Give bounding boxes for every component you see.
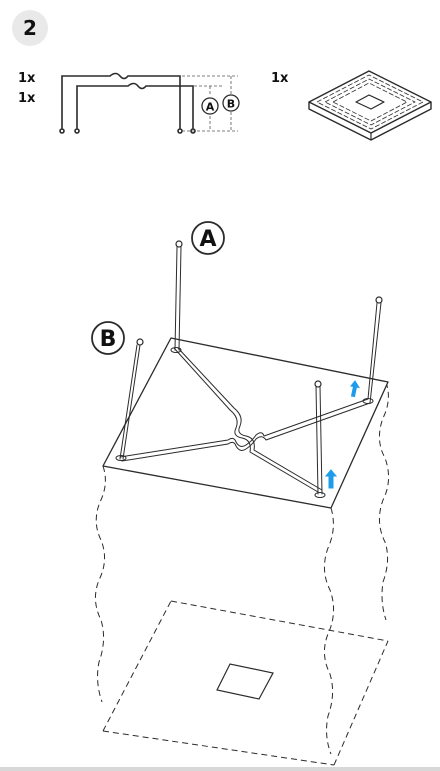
arrow-up-icon — [324, 469, 338, 489]
callout-label-b-text: B — [100, 327, 117, 352]
rod-quantity-2: 1x — [18, 91, 36, 106]
pad-part-illustration — [308, 70, 432, 141]
rod-b-assembly — [119, 302, 382, 462]
rod-dimension-lines — [182, 75, 238, 132]
step-number: 2 — [23, 16, 37, 40]
rod-label-a-small-text: A — [206, 101, 215, 114]
arrow-up-right-icon — [350, 380, 361, 398]
page-bottom-border — [0, 767, 440, 771]
box-floor-square — [216, 663, 274, 700]
step-number-badge: 2 — [12, 10, 48, 46]
rod-label-b-small-text: B — [227, 98, 235, 111]
table-top — [102, 337, 389, 509]
shipping-box-outline — [95, 381, 389, 766]
callout-label-b: B — [91, 321, 125, 355]
rod-label-a-small: A — [201, 97, 219, 115]
rod-parts-illustration — [59, 72, 196, 134]
rod-a-assembly — [173, 246, 323, 495]
rod-tips — [136, 240, 383, 388]
callout-label-a-text: A — [199, 227, 216, 252]
rod-quantity-1: 1x — [18, 71, 36, 86]
socket-holes — [115, 347, 374, 498]
rod-label-b-small: B — [222, 94, 240, 112]
pad-quantity: 1x — [271, 71, 289, 86]
callout-label-a: A — [191, 221, 225, 255]
